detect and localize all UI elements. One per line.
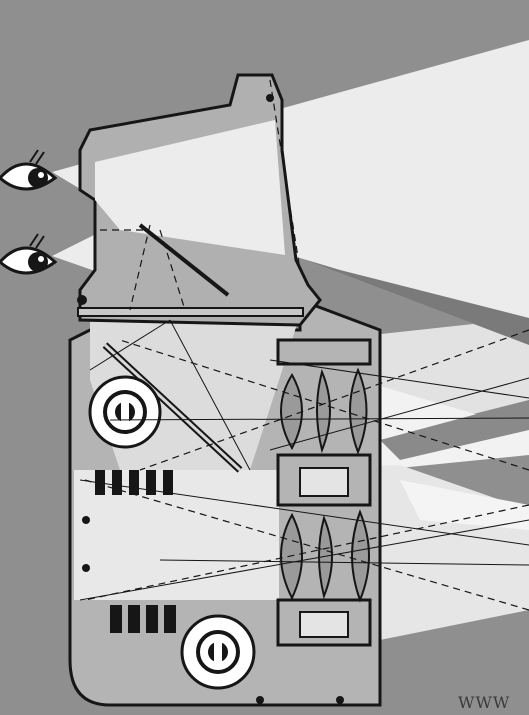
lower-lens-beam-light: [400, 480, 529, 530]
screws: [77, 94, 344, 704]
lower-lens-assembly: [276, 509, 372, 647]
eye-icon: [0, 149, 58, 191]
watermark-text: WWW: [458, 693, 511, 712]
viewfinder-beam: [52, 40, 529, 345]
focusing-screen: [77, 307, 304, 317]
film-spool-icon: [88, 375, 162, 449]
dashed-rays: [84, 79, 529, 611]
dark-wedge-mid: [380, 400, 529, 460]
film-chamber: [74, 470, 279, 600]
eye-icon: [0, 233, 58, 275]
film-spool-icon: [180, 614, 256, 690]
viewfinder-window: [95, 120, 285, 255]
dark-wedge-upper: [300, 258, 529, 345]
viewfinder-mirror: [138, 223, 230, 297]
upper-lens-assembly: [276, 338, 372, 507]
light-rays: [79, 319, 529, 601]
